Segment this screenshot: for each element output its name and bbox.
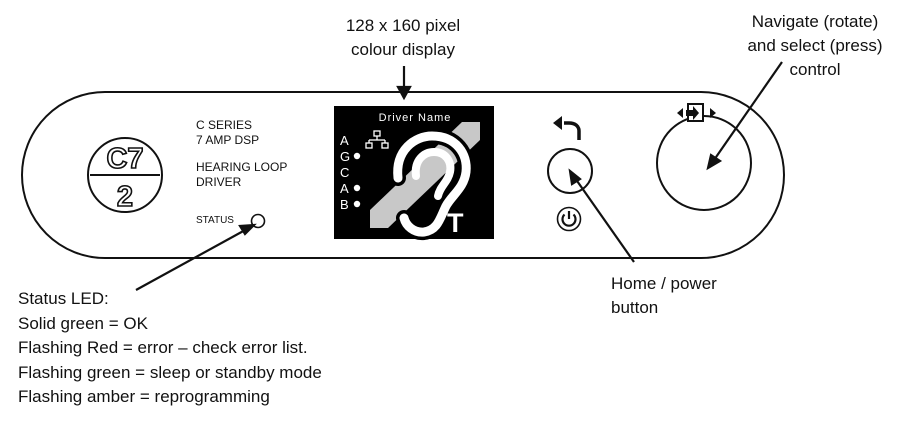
network-icon (365, 130, 389, 149)
logo-top-text: C7 (106, 143, 143, 175)
status-legend-sleep: Flashing green = sleep or standby mode (18, 362, 322, 382)
screen-channel-a2: A (340, 181, 349, 196)
screen-title: Driver Name (379, 112, 452, 124)
back-arrow-head (553, 116, 562, 130)
screen-dot-1 (353, 152, 361, 160)
logo-badge: C7 2 (87, 137, 163, 214)
navigate-callout: Navigate (rotate) and select (press) con… (722, 10, 908, 82)
status-callout-line (135, 228, 248, 291)
type-line-1: HEARING LOOP (196, 160, 288, 174)
screen-channel-a1: A (340, 133, 349, 148)
display-callout: 128 x 160 pixel colour display (318, 14, 488, 62)
screen-channel-c: C (340, 165, 349, 180)
home-callout-line-2: button (611, 298, 659, 317)
navigate-callout-line (713, 61, 783, 161)
navigate-callout-line-2: and select (press) (747, 36, 883, 55)
status-led-legend: Status LED: Solid green = OK Flashing Re… (18, 287, 322, 410)
callout-arrows (135, 61, 783, 291)
screen-dot-3 (353, 200, 361, 208)
model-label: C SERIES 7 AMP DSP (196, 118, 259, 148)
navigate-callout-line-3: control (789, 60, 841, 79)
back-arrow-icon (564, 121, 581, 140)
screen-channel-g: G (340, 149, 350, 164)
home-callout-arrowhead (568, 168, 582, 186)
home-callout-line (574, 177, 635, 263)
model-line-1: C SERIES (196, 118, 253, 132)
screen-t-label: T (447, 208, 464, 238)
status-callout-arrowhead (238, 223, 257, 236)
navigate-callout-arrowhead (706, 153, 723, 171)
display-callout-line-2: colour display (351, 40, 455, 59)
power-icon (556, 206, 582, 232)
model-line-2: 7 AMP DSP (196, 133, 260, 147)
status-legend-title: Status LED: (18, 289, 109, 308)
screen-dot-2 (353, 184, 361, 192)
screen-channel-b: B (340, 197, 349, 212)
display-callout-line-1: 128 x 160 pixel (345, 16, 461, 35)
status-legend-ok: Solid green = OK (18, 313, 148, 333)
home-callout-line-1: Home / power (611, 274, 717, 293)
status-label: STATUS (196, 215, 234, 226)
hearing-loop-ear-icon (370, 122, 480, 241)
logo-bottom-text: 2 (117, 181, 133, 213)
navigate-select-knob[interactable] (656, 115, 752, 211)
type-label: HEARING LOOP DRIVER (196, 160, 287, 190)
type-line-2: DRIVER (196, 175, 242, 189)
navigate-select-icon (677, 103, 716, 122)
display-screen: Driver Name A G C A B T (334, 106, 494, 241)
status-legend-error: Flashing Red = error – check error list. (18, 338, 308, 357)
status-legend-reprogramming: Flashing amber = reprogramming (18, 387, 270, 406)
navigate-callout-line-1: Navigate (rotate) (751, 12, 879, 31)
home-callout: Home / power button (611, 272, 717, 320)
display-callout-arrowhead (396, 85, 412, 101)
